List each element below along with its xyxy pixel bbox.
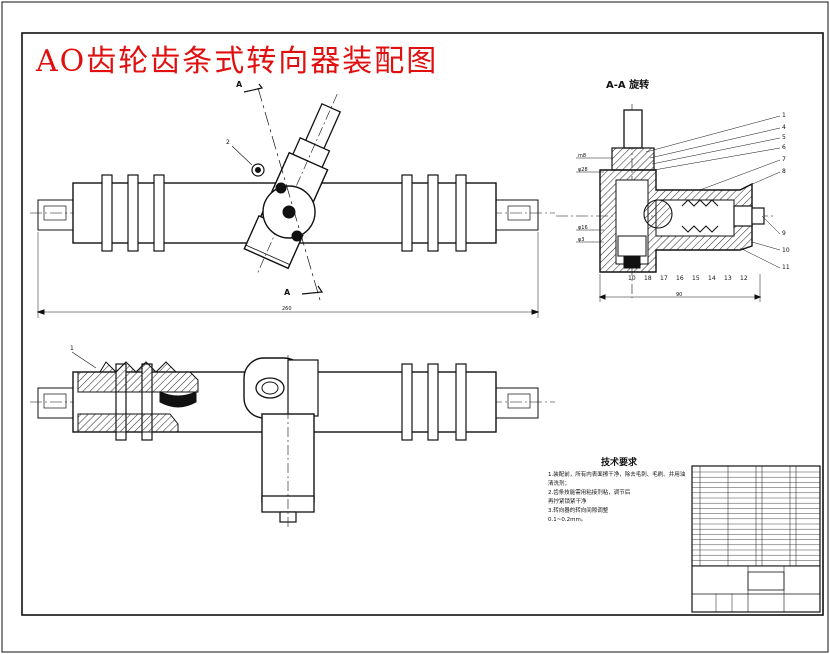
section-callout-bottom: 13	[724, 275, 732, 282]
tech-requirement-item: 再拧紧锁紧干净	[548, 499, 587, 505]
section-callout-bottom: 10	[628, 275, 636, 282]
section-callout: 11	[782, 264, 790, 271]
section-view	[556, 104, 781, 302]
bottom-view	[30, 351, 555, 530]
section-callout-bottom: 16	[676, 275, 684, 282]
tech-requirement-item: 3.转向器的转向间隙调整	[548, 508, 609, 514]
section-dim: φ28	[578, 167, 588, 173]
section-dim: φ3	[578, 237, 585, 243]
section-callout-bottom: 18	[644, 275, 652, 282]
section-callout: 7	[782, 156, 786, 163]
overall-length-dim: 260	[282, 306, 292, 312]
tech-requirements-title: 技术要求	[600, 458, 637, 468]
section-callout: 1	[782, 112, 786, 119]
title-block	[691, 465, 821, 613]
section-callout: 4	[782, 124, 786, 131]
section-dim: φ16	[578, 225, 588, 231]
inner-frame	[21, 32, 824, 616]
section-callout: 6	[782, 144, 786, 151]
section-dim: m8	[578, 153, 587, 159]
section-callout-bottom: 15	[692, 275, 700, 282]
section-callout-bottom: 17	[660, 275, 668, 282]
section-callout: 10	[782, 247, 790, 254]
callout-1: 1	[70, 345, 74, 352]
section-callout-bottom: 12	[740, 275, 748, 282]
tech-requirements: 技术要求 1.装配前，所有内表面擦干净，除去毛刺、毛刷、并用油清洗剂； 2.齿条…	[548, 455, 690, 525]
tech-requirement-item: 2.齿条技能需用粘接剂粘，调节后	[548, 490, 631, 496]
callout-2: 2	[226, 139, 230, 146]
section-callout: 9	[782, 230, 786, 237]
tech-requirement-item: 1.装配前，所有内表面擦干净，除去毛刺、毛刷、并用油清洗剂；	[548, 472, 686, 487]
title-block-rows	[692, 471, 820, 566]
section-width-dim: 90	[676, 292, 683, 298]
tech-requirement-item: 0.1~0.2mm。	[548, 517, 587, 523]
top-view	[30, 83, 555, 318]
section-mark-top: A	[236, 80, 243, 89]
section-callout: 8	[782, 168, 786, 175]
section-mark-bottom: A	[284, 288, 291, 297]
section-view-label: A-A 旋转	[606, 80, 650, 91]
section-callout: 5	[782, 134, 786, 141]
section-callout-bottom: 14	[708, 275, 716, 282]
drawing-title: AO齿轮齿条式转向器装配图	[36, 44, 439, 79]
